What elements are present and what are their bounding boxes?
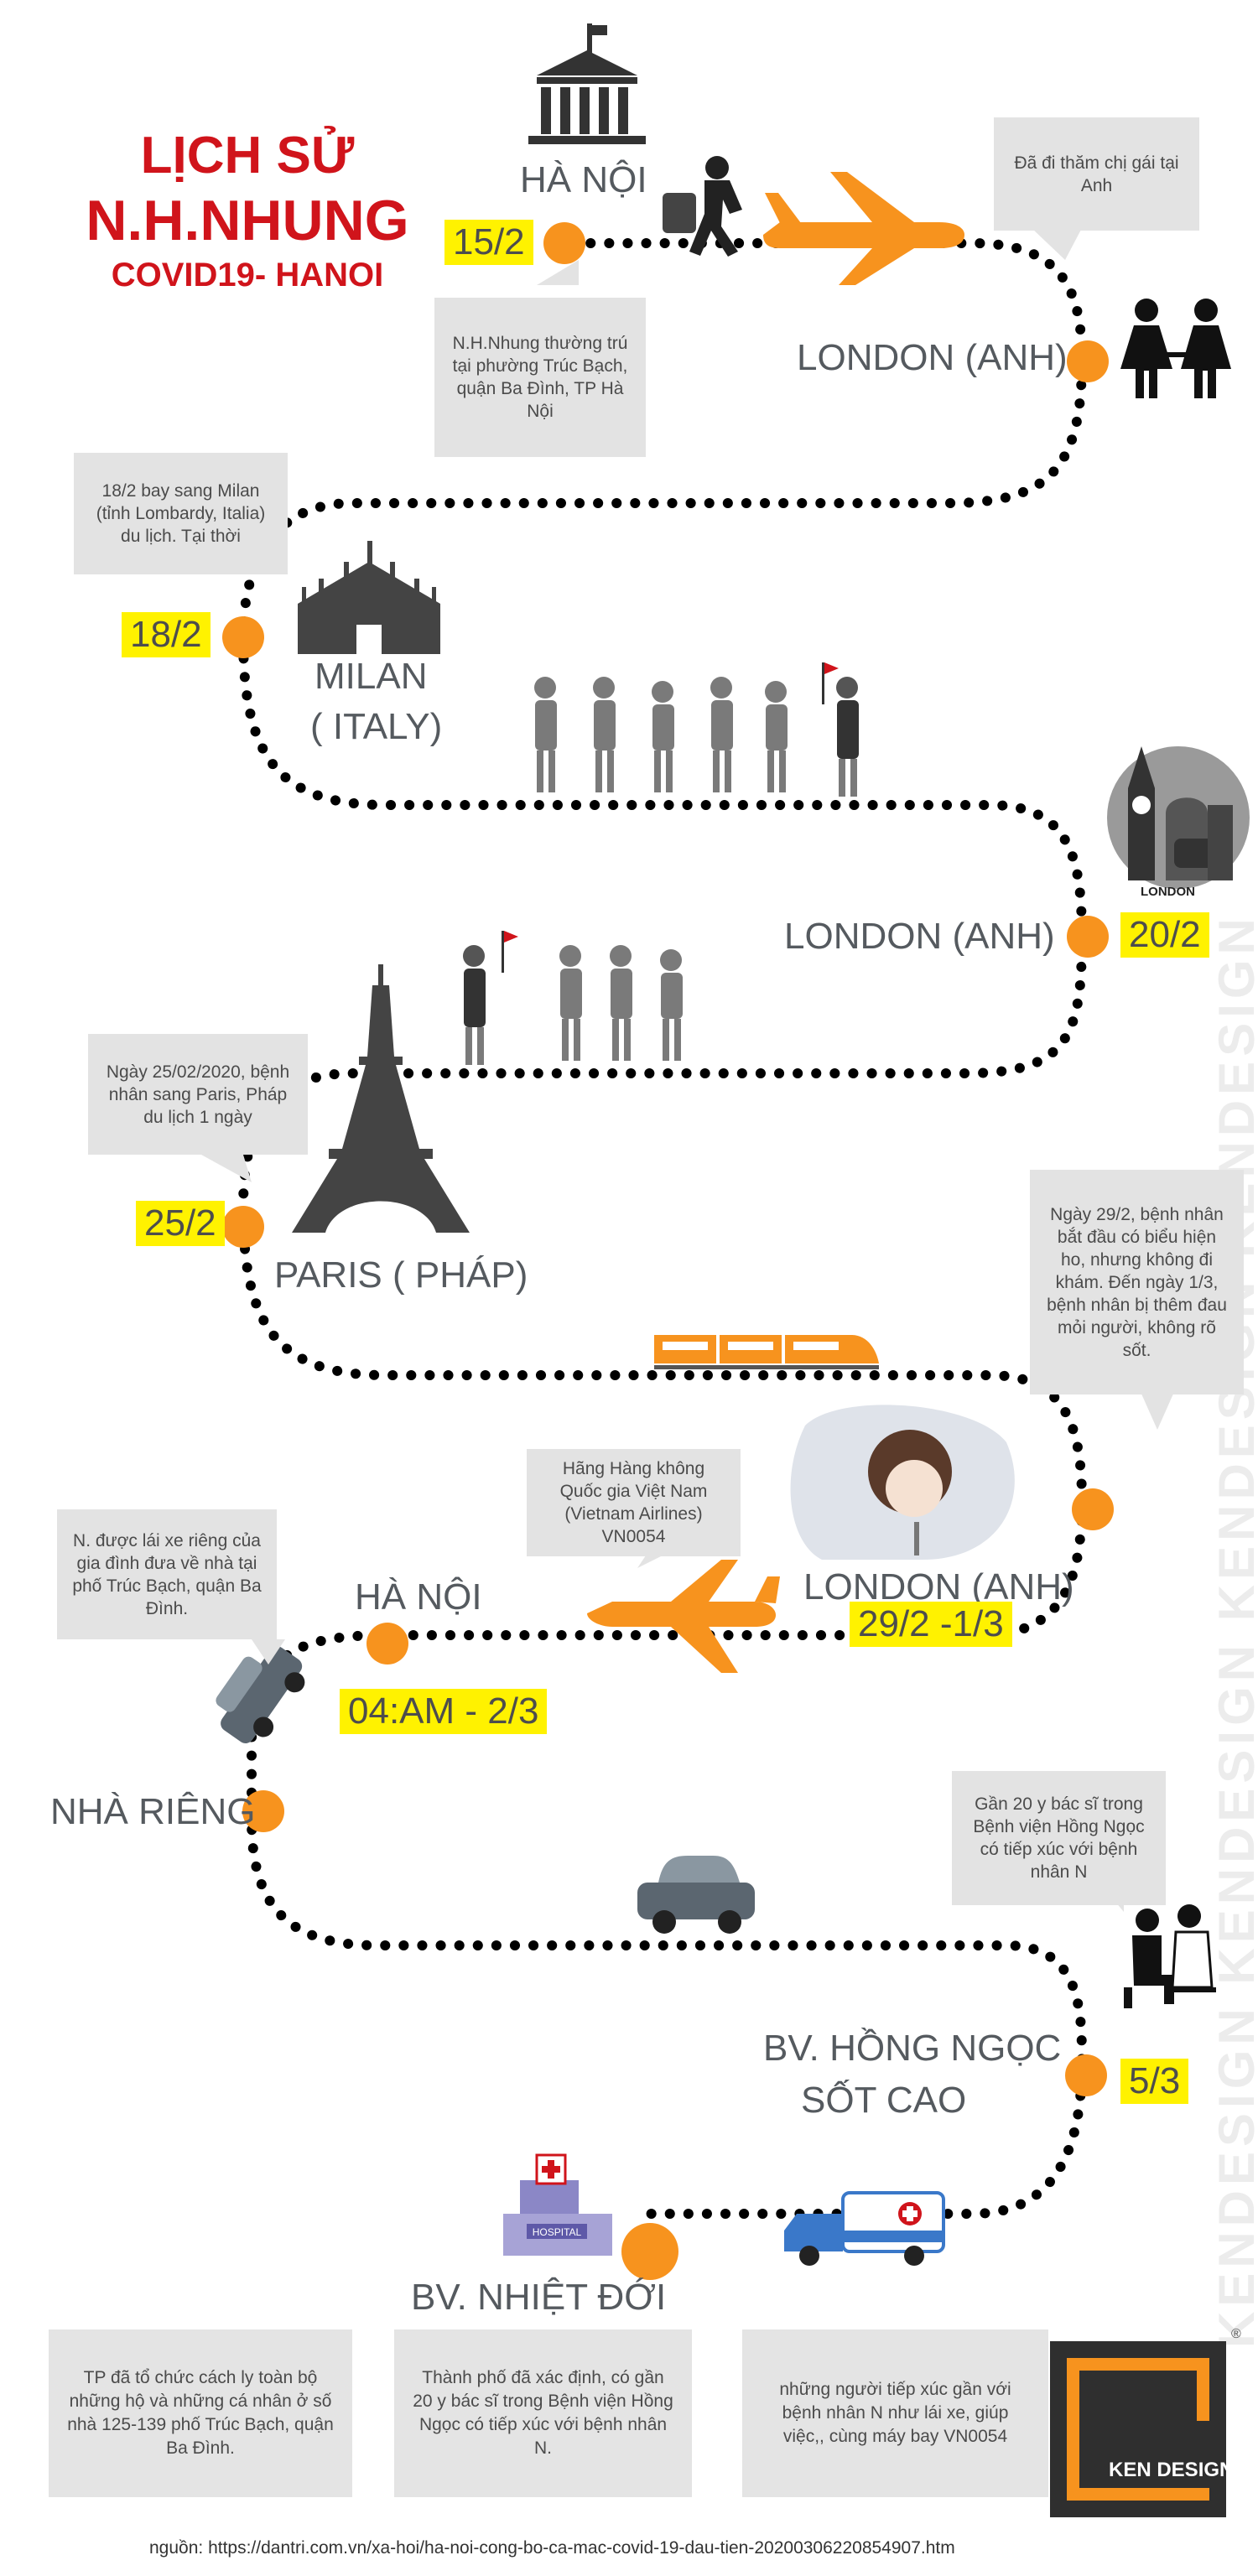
tourists-icon	[534, 662, 859, 797]
ken-design-logo: KEN DESIGN	[1050, 2341, 1234, 2517]
stop-dot-hanoi-return	[366, 1623, 408, 1665]
place-paris: PARIS ( PHÁP)	[274, 1254, 528, 1296]
stop-dot-nhiet-doi	[621, 2223, 678, 2280]
registered-mark: ®	[1231, 2327, 1241, 2341]
hospital-icon: HOSPITAL	[503, 2153, 612, 2256]
cathedral-icon	[298, 541, 440, 654]
note-symptoms: Ngày 29/2, bệnh nhân bắt đầu có biểu hiệ…	[1030, 1170, 1244, 1394]
note-paris-trip: Ngày 25/02/2020, bệnh nhân sang Paris, P…	[88, 1034, 308, 1155]
bottom-note-contacts: những người tiếp xúc gần với bệnh nhân N…	[742, 2329, 1048, 2497]
note-milan-trip: 18/2 bay sang Milan (tỉnh Lombardy, Ital…	[74, 453, 288, 574]
place-hanoi: HÀ NỘI	[520, 159, 647, 200]
eiffel-tower-icon	[292, 964, 470, 1233]
source-link[interactable]: nguồn: https://dantri.com.vn/xa-hoi/ha-n…	[149, 2538, 955, 2558]
train-icon	[654, 1335, 879, 1369]
note-hanoi-residence: N.H.Nhung thường trú tại phường Trúc Bạc…	[434, 298, 646, 457]
bottom-note-quarantine: TP đã tổ chức cách ly toàn bộ những hộ v…	[49, 2329, 352, 2497]
place-london-1: LONDON (ANH)	[797, 337, 1068, 378]
date-29-2-1-3: 29/2 -1/3	[850, 1602, 1012, 1647]
traveler-icon	[663, 156, 742, 257]
date-04am-2-3: 04:AM - 2/3	[340, 1689, 548, 1734]
stop-dot-hanoi	[543, 222, 585, 264]
airplane-icon	[763, 172, 964, 285]
place-home: NHÀ RIÊNG	[50, 1791, 256, 1832]
place-italy: ( ITALY)	[310, 706, 443, 747]
stop-dot-london2	[1067, 916, 1109, 958]
car-icon	[637, 1856, 755, 1934]
place-hong-ngoc: BV. HỒNG NGỌC	[763, 2028, 1062, 2069]
place-nhiet-doi: BV. NHIỆT ĐỚI	[411, 2277, 667, 2318]
stop-dot-london1	[1067, 340, 1109, 382]
london-badge-label: LONDON	[1141, 885, 1195, 899]
big-ben-icon	[1107, 746, 1250, 889]
note-visit-sister: Đã đi thăm chị gái tại Anh	[994, 117, 1199, 231]
date-15-2: 15/2	[444, 220, 533, 265]
date-18-2: 18/2	[122, 612, 211, 657]
place-high-fever: SỐT CAO	[801, 2080, 967, 2121]
watermark-text: KENDESIGN KENDESIGN KENDESIGN KENDESIGN	[1209, 913, 1258, 2348]
doctor-icon	[1124, 1904, 1216, 2008]
stop-dot-hong-ngoc	[1065, 2054, 1107, 2096]
stop-dot-home	[242, 1790, 284, 1832]
private-car-icon	[216, 1646, 305, 1743]
note-hong-ngoc-doctors: Gần 20 y bác sĩ trong Bệnh viện Hồng Ngọ…	[952, 1771, 1166, 1905]
sick-person-icon	[790, 1405, 1015, 1560]
note-flight-vn0054: Hãng Hàng không Quốc gia Việt Nam (Vietn…	[527, 1449, 741, 1556]
orange-stop-markers	[222, 222, 1114, 2280]
logo-mark-icon	[1067, 2358, 1209, 2501]
date-20-2: 20/2	[1120, 912, 1209, 958]
tourists-group-icon	[463, 931, 683, 1065]
stop-dot-paris	[222, 1206, 264, 1248]
title-line-1: LỊCH SỬ	[140, 127, 355, 184]
title-line-3: COVID19- HANOI	[111, 257, 384, 293]
place-london-3: LONDON (ANH)	[803, 1566, 1074, 1607]
place-milan: MILAN	[314, 656, 428, 697]
stop-dot-milan	[222, 616, 264, 658]
date-25-2: 25/2	[136, 1201, 225, 1246]
logo-text: KEN DESIGN	[1109, 2459, 1235, 2481]
place-london-2: LONDON (ANH)	[784, 916, 1055, 957]
ambulance-icon	[784, 2191, 945, 2266]
return-airplane-icon	[587, 1560, 780, 1673]
hospital-sign-text: HOSPITAL	[533, 2226, 582, 2238]
title-line-2: N.H.NHUNG	[86, 189, 409, 252]
stop-dot-london3	[1072, 1488, 1114, 1530]
building-icon	[528, 23, 646, 144]
bottom-note-doctors: Thành phố đã xác định, có gần 20 y bác s…	[394, 2329, 692, 2497]
couple-icon	[1120, 299, 1231, 398]
note-private-car: N. được lái xe riêng của gia đình đưa về…	[57, 1509, 277, 1639]
date-5-3: 5/3	[1120, 2059, 1189, 2104]
place-hanoi-return: HÀ NỘI	[355, 1576, 482, 1618]
